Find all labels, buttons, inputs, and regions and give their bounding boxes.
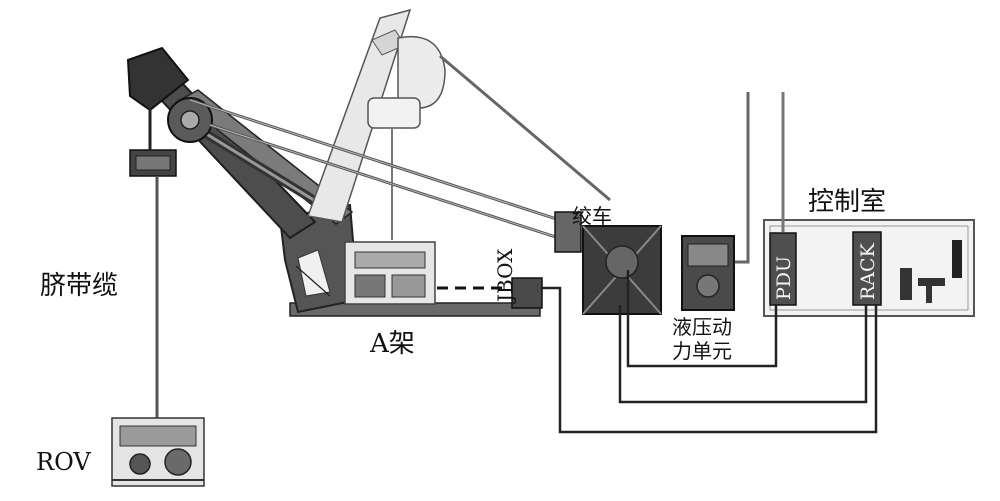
label-hpu-line2: 力单元 [672,339,732,363]
winch [554,211,662,315]
label-jbox: JBOX [493,248,517,304]
winch-wires [189,54,611,242]
label-pdu: PDU [773,256,795,300]
rack-cabinet [852,231,882,306]
label-control-room: 控制室 [808,187,886,217]
label-umbilical: 脐带缆 [40,271,118,301]
hydraulic-power-unit [681,92,750,311]
control-room-container [763,92,975,317]
rov-vehicle [111,417,205,487]
label-a-frame: A架 [369,329,415,359]
a-frame-raised-light [306,8,446,240]
label-rov: ROV [36,448,91,476]
label-hpu-line1: 液压动 [672,315,732,339]
label-rack: RACK [857,242,879,300]
pdu-cabinet [769,232,797,306]
deck-equipment [344,241,436,305]
a-frame-dark [126,46,541,317]
equipment-cables [542,270,878,434]
label-winch: 绞车 [572,204,612,228]
jbox-box [511,277,543,309]
